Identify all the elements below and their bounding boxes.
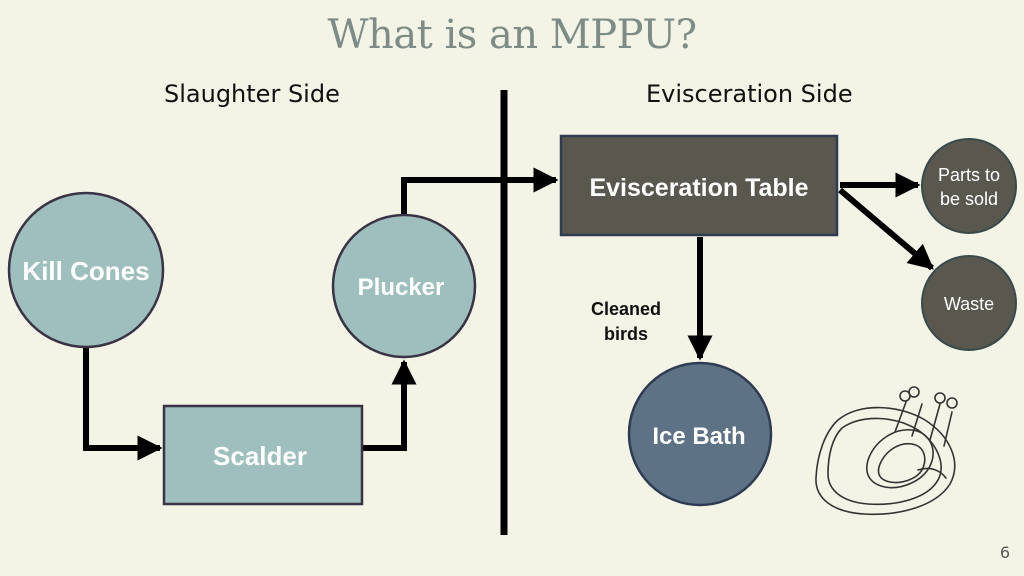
ice-bath-label: Ice Bath — [652, 423, 745, 450]
scalder-label: Scalder — [213, 441, 307, 471]
kill-cones-label: Kill Cones — [22, 256, 149, 286]
evisceration-table-node: Evisceration Table — [559, 134, 839, 237]
arrow-scalder-to-plucker — [362, 359, 417, 451]
page-title: What is an MPPU? — [327, 12, 697, 58]
scalder-node: Scalder — [162, 404, 364, 506]
parts-label-line2: be sold — [940, 189, 998, 209]
evisceration-table-label: Evisceration Table — [589, 174, 808, 202]
waste-label: Waste — [944, 294, 994, 314]
arrow-kill-cones-to-scalder — [83, 348, 163, 461]
arrow-evisceration-to-waste — [838, 187, 934, 271]
cleaned-birds-label-line2: birds — [604, 324, 648, 344]
waste-node: Waste — [921, 255, 1017, 351]
cleaned-birds-label-line1: Cleaned — [591, 299, 661, 319]
evisceration-side-heading: Evisceration Side — [646, 80, 853, 108]
parts-to-be-sold-node: Parts to be sold — [921, 138, 1017, 234]
plucker-node: Plucker — [331, 213, 477, 359]
kill-cones-node: Kill Cones — [7, 191, 165, 349]
roast-chicken-icon — [815, 386, 958, 516]
ice-bath-node: Ice Bath — [627, 361, 773, 507]
parts-label-line1: Parts to — [938, 165, 1000, 185]
arrow-plucker-to-evisceration — [401, 167, 559, 214]
plucker-label: Plucker — [358, 274, 445, 301]
slaughter-side-heading: Slaughter Side — [164, 80, 340, 108]
page-number: 6 — [999, 543, 1010, 562]
